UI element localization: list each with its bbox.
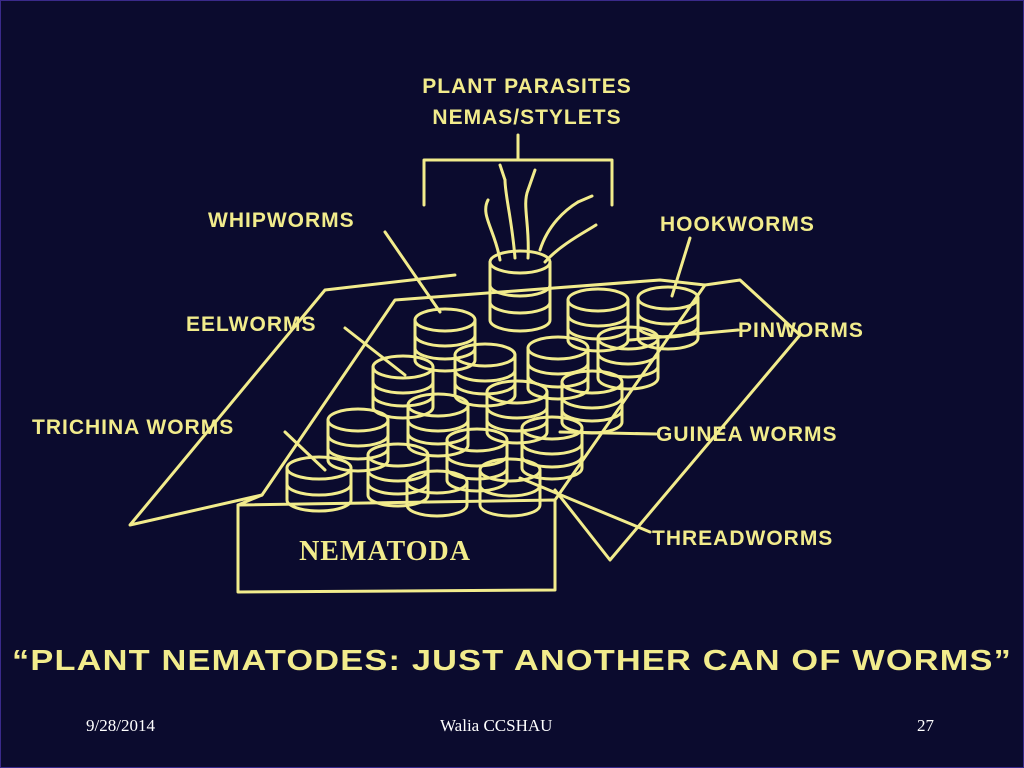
open-can-with-worms: [484, 163, 598, 333]
can: [560, 369, 624, 435]
can: [445, 427, 509, 493]
box-rim: [236, 283, 707, 507]
bracket: [422, 133, 614, 207]
box-label: NEMATODA: [299, 536, 471, 567]
leader-trichina-worms: [283, 430, 327, 472]
can: [366, 442, 430, 508]
can: [326, 407, 390, 473]
can: [405, 469, 469, 518]
leader-pinworms: [628, 328, 740, 342]
label-pinworms: PINWORMS: [738, 319, 864, 342]
can: [371, 354, 435, 420]
header-line-1: PLANT PARASITES: [422, 75, 631, 98]
label-trichina-worms: TRICHINA WORMS: [32, 416, 234, 439]
can: [406, 392, 470, 458]
leader-hookworms: [670, 236, 692, 298]
box-left-flap: [128, 273, 457, 527]
footer-date: 9/28/2014: [86, 716, 155, 735]
footer-page-number: 27: [917, 716, 934, 735]
leader-guinea-worms: [558, 430, 658, 436]
box-back-edge: [260, 278, 707, 497]
box-right-flap: [553, 278, 802, 562]
leader-threadworms: [518, 476, 652, 534]
box-front-panel: [236, 498, 557, 594]
can: [520, 415, 584, 481]
label-whipworms: WHIPWORMS: [208, 209, 355, 232]
leader-whipworms: [383, 230, 442, 314]
header-line-2: NEMAS/STYLETS: [432, 106, 621, 129]
caption: “PLANT NEMATODES: JUST ANOTHER CAN OF WO…: [12, 645, 1012, 677]
cans: [285, 163, 700, 518]
can: [413, 307, 477, 373]
can: [478, 457, 542, 518]
label-guinea-worms: GUINEA WORMS: [656, 423, 838, 446]
can: [526, 335, 590, 401]
leader-eelworms: [343, 326, 407, 377]
can: [285, 455, 353, 513]
box: [128, 273, 802, 594]
can: [485, 379, 549, 445]
label-eelworms: EELWORMS: [186, 313, 317, 336]
can: [453, 342, 517, 408]
label-threadworms: THREADWORMS: [652, 527, 833, 550]
footer-author: Walia CCSHAU: [440, 716, 553, 735]
label-hookworms: HOOKWORMS: [660, 213, 815, 236]
